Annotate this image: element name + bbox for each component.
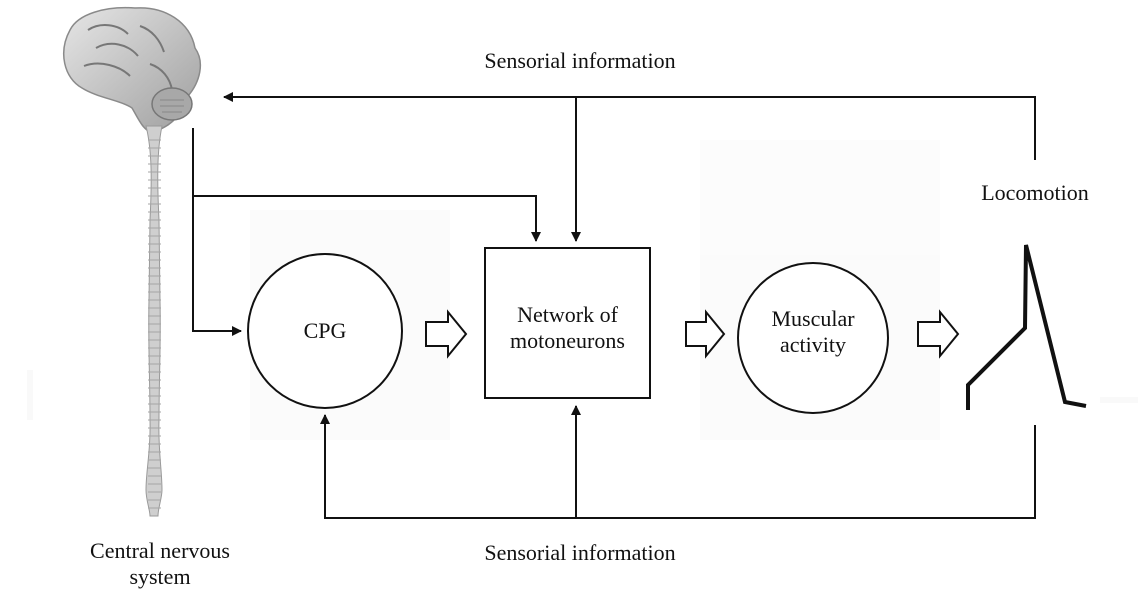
label-locomotion: Locomotion	[981, 180, 1089, 205]
spinal-cord-icon	[145, 125, 163, 517]
flow-arrow-network-to-muscular	[685, 309, 726, 359]
label-muscular-line2: activity	[780, 332, 846, 357]
label-network-line1: Network of	[517, 302, 618, 327]
locomotion-trace-icon	[966, 244, 1087, 410]
flow-arrow-muscular-to-locomotion	[917, 309, 960, 359]
arrow-feedback-to-cpg	[320, 414, 1036, 519]
brain-icon	[63, 6, 202, 133]
cpg-node	[247, 253, 403, 409]
arrow-feedback-to-cns	[223, 92, 1036, 160]
label-cns: Central nervous system	[60, 538, 260, 590]
label-cns-line2: system	[129, 564, 191, 589]
label-network-line2: motoneurons	[510, 328, 625, 353]
arrow-cns-to-cpg	[192, 196, 242, 336]
label-sensorial-bottom: Sensorial information	[484, 540, 676, 565]
label-network: Network of motoneurons	[485, 302, 650, 354]
arrow-cns-to-network	[192, 128, 541, 242]
label-cns-line1: Central nervous	[90, 538, 230, 563]
label-cpg: CPG	[303, 318, 347, 343]
network-node	[484, 247, 651, 399]
label-muscular: Muscular activity	[743, 306, 883, 358]
muscular-node	[737, 262, 889, 414]
label-muscular-line1: Muscular	[771, 306, 855, 331]
label-sensorial-top: Sensorial information	[484, 48, 676, 73]
flow-arrow-cpg-to-network	[425, 309, 468, 359]
